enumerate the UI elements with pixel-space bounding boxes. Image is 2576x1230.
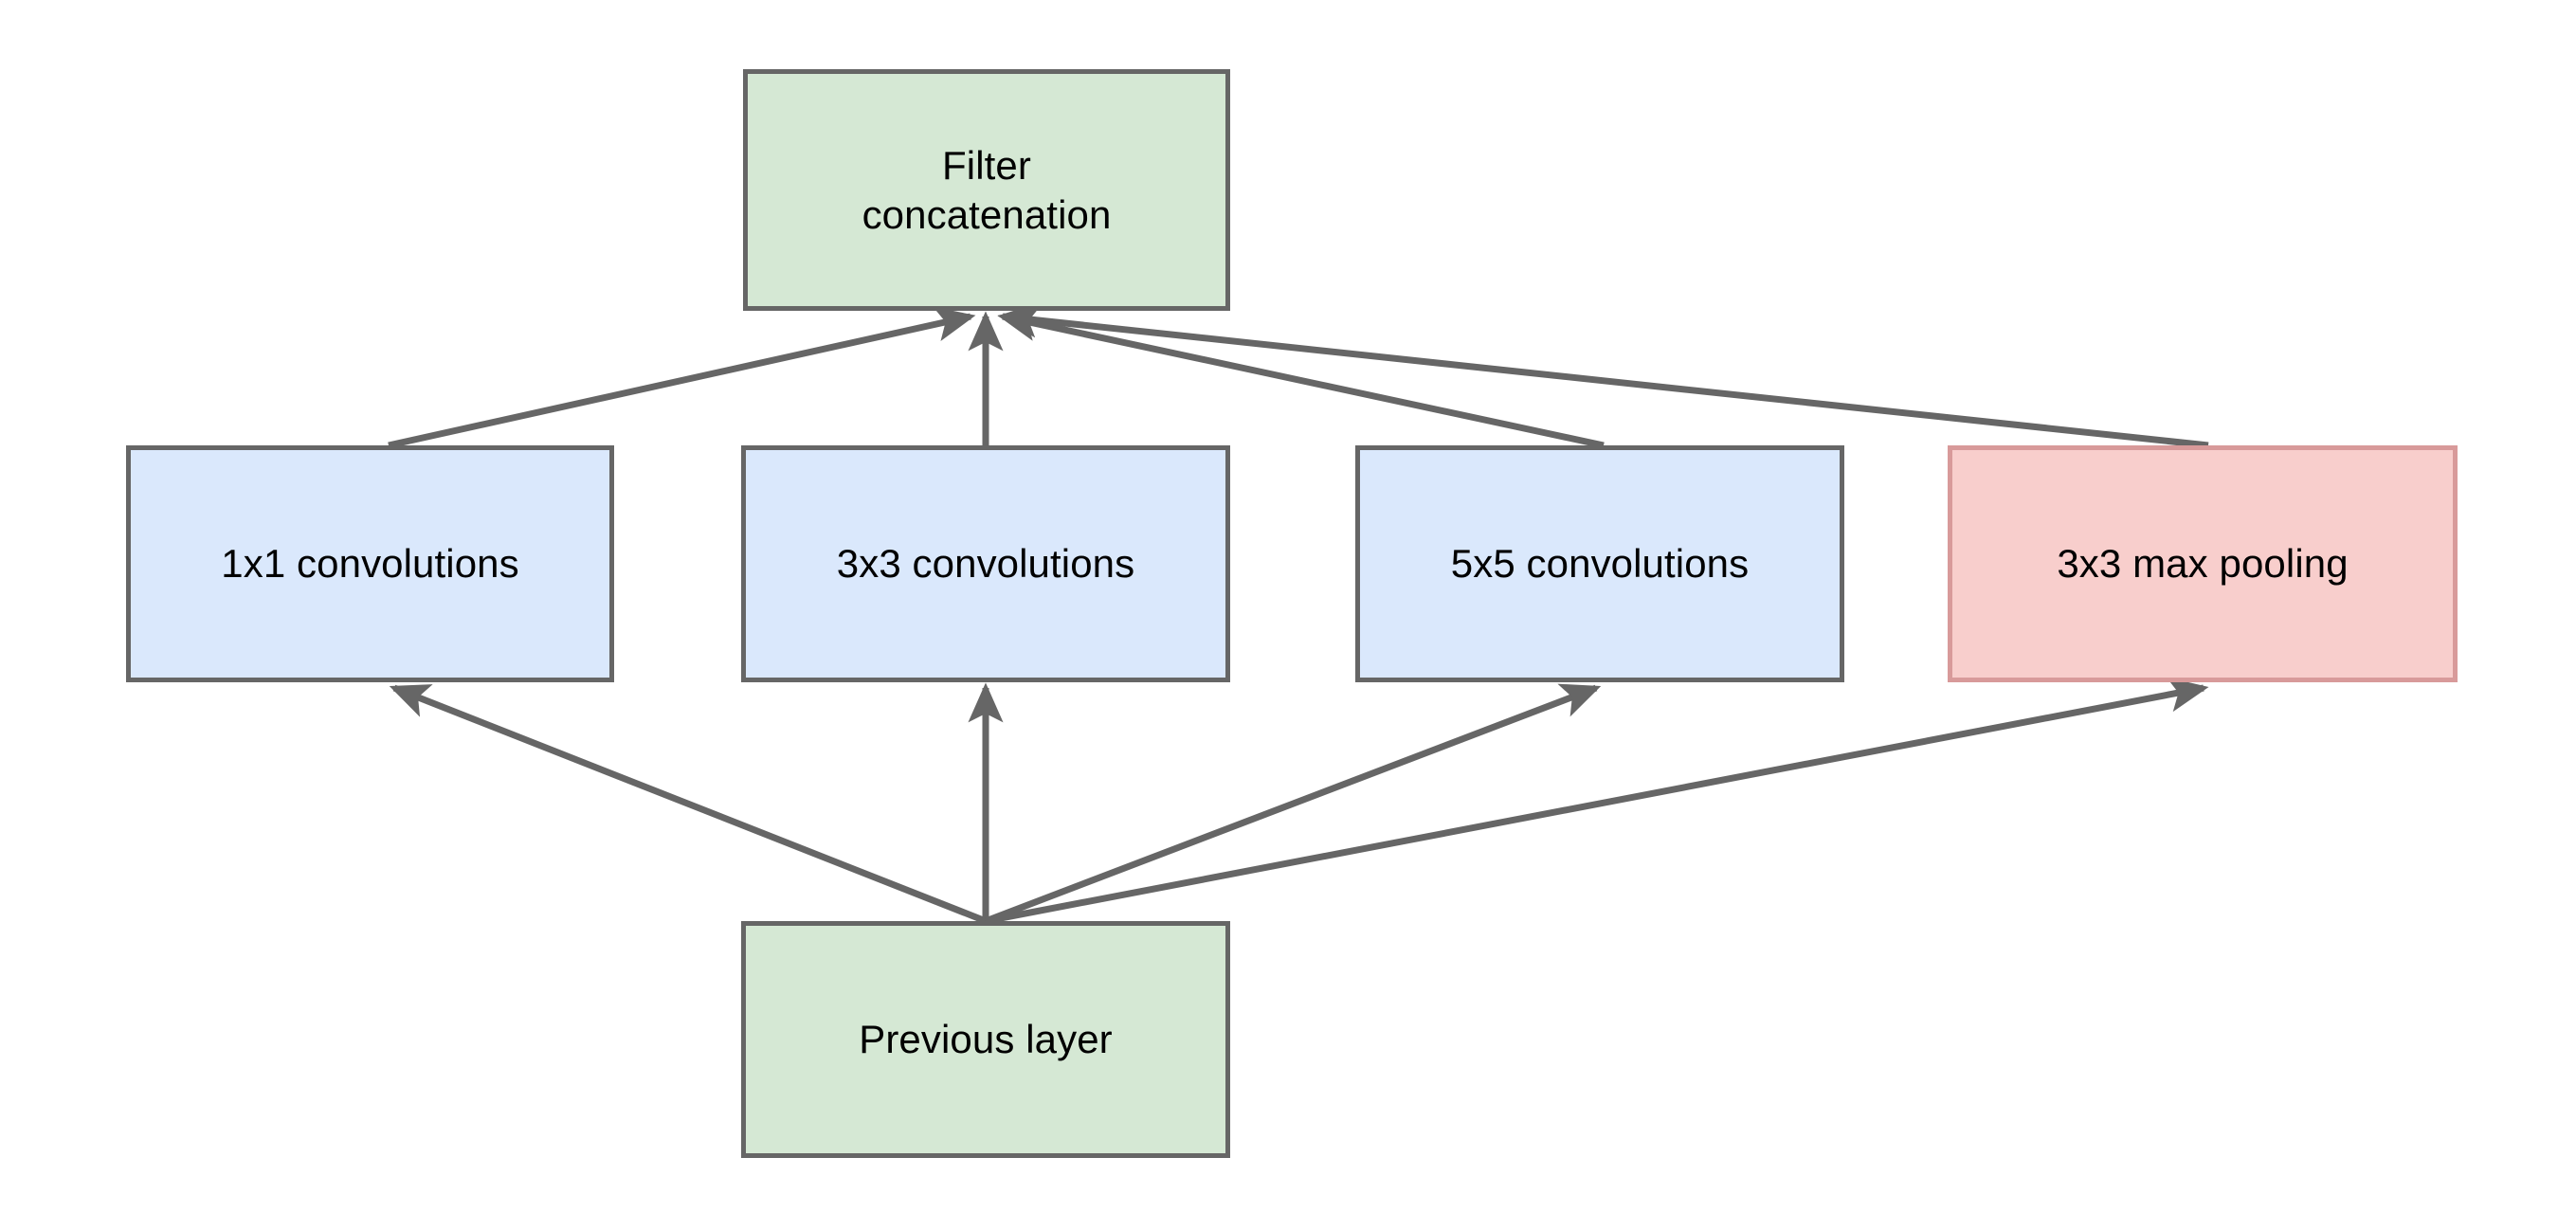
node-maxpool-3x3[interactable]: 3x3 max pooling [1948, 445, 2458, 682]
node-label-maxpool-3x3: 3x3 max pooling [2057, 541, 2349, 587]
edge-prev-to-1x1 [389, 684, 988, 925]
node-label-previous-layer: Previous layer [859, 1017, 1113, 1062]
edge-pool-to-concat [997, 302, 2209, 449]
node-conv-1x1[interactable]: 1x1 convolutions [126, 445, 614, 682]
edge-prev-to-pool [985, 677, 2209, 925]
node-previous-layer[interactable]: Previous layer [741, 921, 1230, 1158]
node-filter-concatenation[interactable]: Filter concatenation [743, 69, 1230, 311]
node-label-conv-5x5: 5x5 convolutions [1450, 541, 1750, 587]
node-conv-5x5[interactable]: 5x5 convolutions [1355, 445, 1844, 682]
node-label-conv-1x1: 1x1 convolutions [221, 541, 519, 587]
edge-5x5-to-concat [997, 306, 1605, 449]
edge-prev-to-5x5 [984, 683, 1602, 925]
node-label-filter-concatenation: Filter concatenation [862, 143, 1112, 237]
node-conv-3x3[interactable]: 3x3 convolutions [741, 445, 1230, 682]
node-label-conv-3x3: 3x3 convolutions [836, 541, 1135, 587]
edge-1x1-to-concat [388, 306, 976, 449]
